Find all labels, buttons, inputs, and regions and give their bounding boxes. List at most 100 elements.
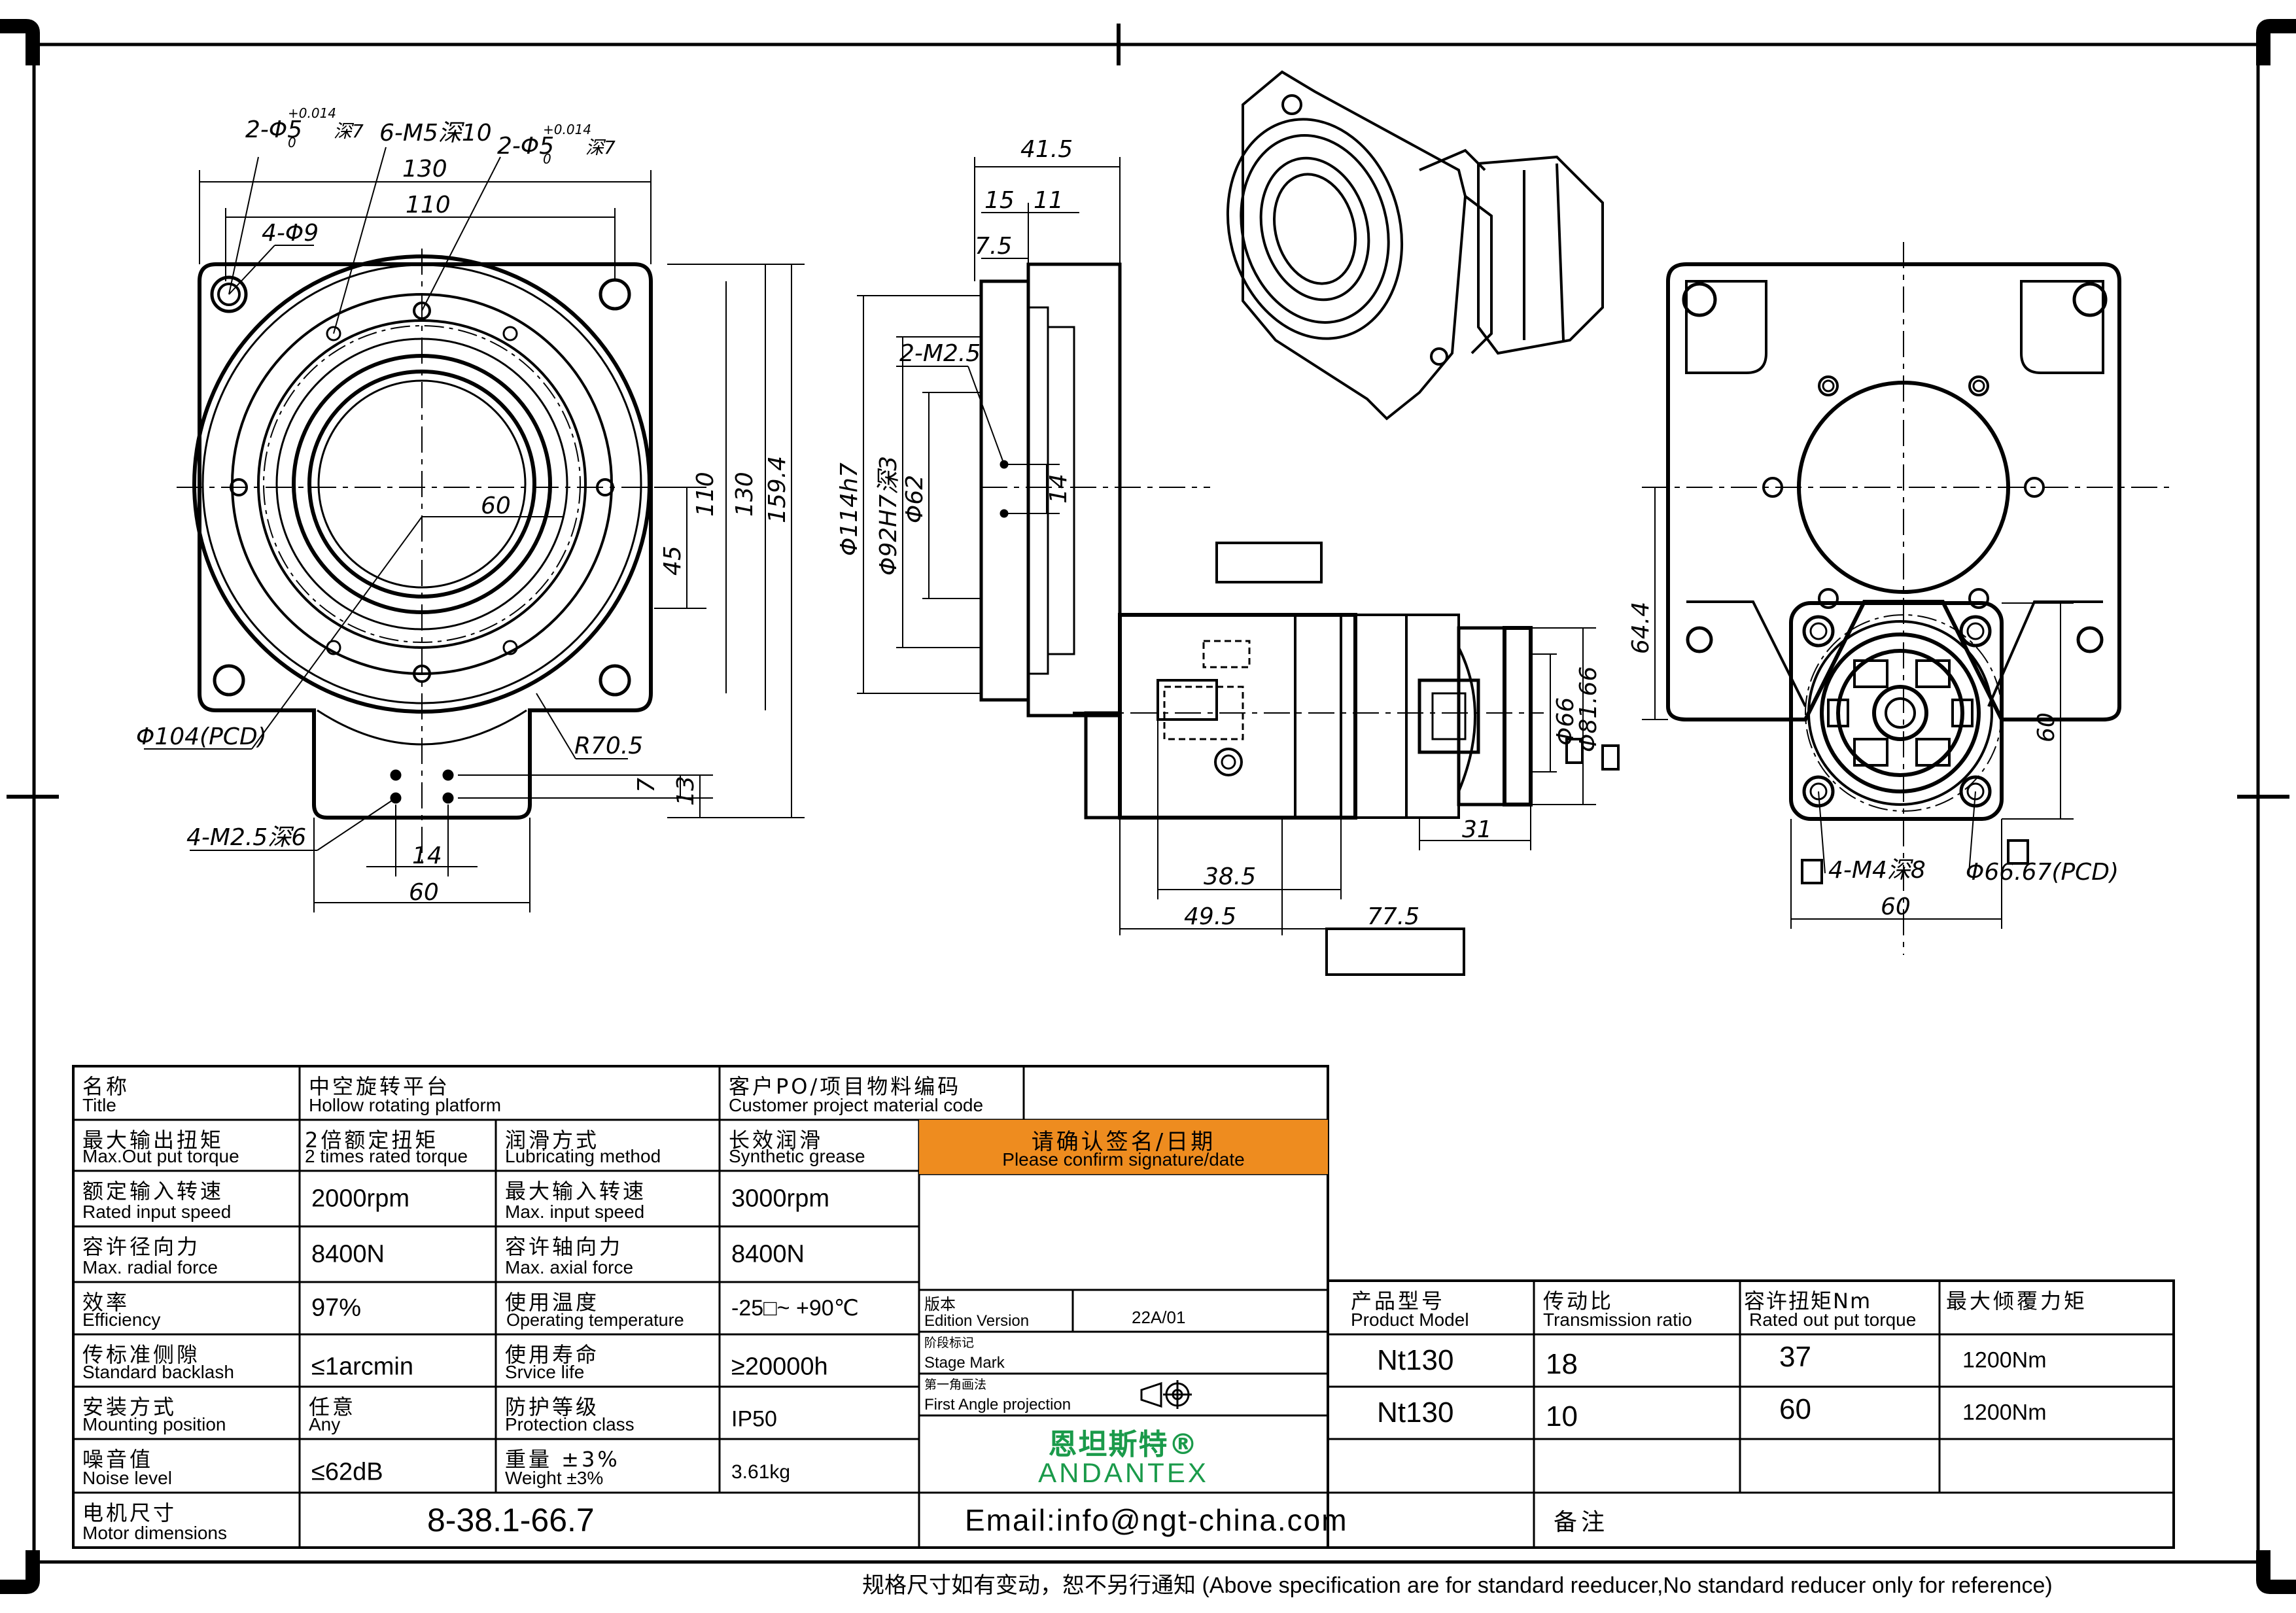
dim-label: 7.5	[975, 233, 1012, 260]
rated-torque-header: 容许扭矩Nm Rated out put torque	[1744, 1289, 1917, 1330]
operating-temp-value: -25□~ +90℃	[731, 1296, 859, 1321]
ratio-cell: 10	[1546, 1400, 1578, 1433]
dim-label: 深7	[585, 137, 616, 158]
max-torque-label: 最大输出扭矩 Max.Out put torque	[82, 1128, 239, 1166]
dim-label: 14	[412, 842, 442, 869]
mounting-value: 任意 Any	[309, 1395, 357, 1434]
dim-label: Φ92H7深3	[875, 456, 902, 576]
dim-label: 130	[402, 156, 447, 182]
axial-force-label: 容许轴向力 Max. axial force	[505, 1234, 634, 1277]
dim-label: 159.4	[764, 456, 791, 523]
dim-label: 45	[659, 546, 686, 576]
tilt-cell: 1200Nm	[1962, 1400, 2047, 1425]
dim-label: Φ81.66	[1575, 667, 1602, 752]
radial-force-value: 8400N	[311, 1240, 385, 1268]
signature-header: 请确认签名/日期 Please confirm signature/date	[919, 1120, 1328, 1174]
dim-label: Φ62	[901, 475, 928, 523]
dim-label: 77.5	[1367, 903, 1419, 930]
customer-code-label: 客户PO/项目物料编码 Customer project material co…	[729, 1074, 984, 1115]
dim-label: 110	[692, 472, 719, 517]
dim-label: 41.5	[1020, 136, 1073, 163]
weight-value: 3.61kg	[731, 1461, 791, 1483]
dim-label: Φ114h7	[836, 462, 863, 556]
front-view	[144, 147, 805, 912]
email: Email:info@ngt-china.com	[965, 1503, 1348, 1537]
title-value: 中空旋转平台 Hollow rotating platform	[309, 1074, 502, 1115]
noise-label: 噪音值 Noise level	[82, 1447, 172, 1488]
dim-label: Φ66.67(PCD)	[1966, 859, 2119, 886]
dim-label: +0.014	[288, 105, 336, 121]
dim-label: 4-M4深8	[1828, 857, 1926, 884]
dim-label: 15	[984, 187, 1015, 214]
dim-label: 60	[481, 493, 511, 519]
model-cell: Nt130	[1377, 1396, 1454, 1429]
footer-note: 规格尺寸如有变动，恕不另行通知 (Above specification are…	[862, 1573, 2053, 1598]
service-life-value: ≥20000h	[731, 1353, 828, 1381]
dim-label: 2-Φ5	[497, 133, 554, 160]
first-angle-projection: 第一角画法 First Angle projection	[924, 1378, 1071, 1414]
motor-dimensions-value: 8-38.1-66.7	[427, 1502, 595, 1538]
max-speed-label: 最大输入转速 Max. input speed	[505, 1179, 647, 1222]
protection-value: IP50	[731, 1406, 777, 1432]
weight-label: 重量 ±3% Weight ±3%	[505, 1447, 620, 1488]
dim-label: 4-Φ9	[262, 220, 319, 247]
ratio-cell: 18	[1546, 1348, 1578, 1381]
dim-label: 13	[672, 776, 699, 806]
motor-dimensions-label: 电机尺寸 Motor dimensions	[82, 1500, 227, 1543]
operating-temp-label: 使用温度 Operating temperature	[505, 1290, 684, 1330]
dim-label: 60	[2033, 712, 2060, 742]
dim-label: 0	[543, 151, 551, 167]
dim-label: 130	[731, 472, 758, 517]
dim-label: 11	[1034, 187, 1064, 214]
model-header: 产品型号 Product Model	[1351, 1289, 1469, 1330]
side-view	[857, 157, 1620, 976]
dim-label: 14	[1045, 474, 1072, 504]
radial-force-label: 容许径向力 Max. radial force	[82, 1234, 218, 1277]
title-label: 名称 Title	[82, 1074, 130, 1115]
ratio-header: 传动比 Transmission ratio	[1543, 1289, 1692, 1330]
edition-label: 版本 Edition Version	[924, 1295, 1030, 1330]
lubricating-value: 长效润滑 Synthetic grease	[729, 1128, 865, 1166]
max-torque-value: 2倍额定扭矩 2 times rated torque	[305, 1128, 468, 1166]
noise-value: ≤62dB	[311, 1458, 383, 1486]
protection-label: 防护等级 Protection class	[505, 1395, 635, 1434]
torque-cell: 37	[1779, 1341, 1811, 1374]
title-block-grid	[72, 1065, 2175, 1549]
edition-value: 22A/01	[1132, 1308, 1186, 1327]
backlash-value: ≤1arcmin	[311, 1353, 414, 1381]
motor-flange-view	[1642, 242, 2172, 955]
service-life-label: 使用寿命 Srvice life	[505, 1342, 600, 1382]
dim-label: +0.014	[543, 122, 591, 137]
dim-label: 2-Φ5	[245, 116, 302, 143]
model-cell: Nt130	[1377, 1344, 1454, 1376]
corner-mark	[0, 1550, 40, 1594]
isometric-view	[1226, 70, 1604, 421]
rated-speed-label: 额定输入转速 Rated input speed	[82, 1179, 232, 1222]
dim-label: 0	[288, 135, 296, 150]
projection-symbol	[1140, 1380, 1192, 1409]
rated-speed-value: 2000rpm	[311, 1185, 409, 1212]
dim-label: 深7	[334, 120, 364, 142]
backlash-label: 传标准侧隙 Standard backlash	[82, 1342, 234, 1382]
company-logo: 恩坦斯特® ANDANTEX	[1038, 1428, 1209, 1488]
stage-mark: 阶段标记 Stage Mark	[924, 1336, 1005, 1372]
dim-label: 38.5	[1204, 863, 1256, 890]
dim-label: 4-M2.5深6	[186, 824, 306, 851]
dim-label: R70.5	[574, 733, 643, 759]
tilt-header: 最大倾覆力矩	[1946, 1289, 2088, 1313]
dim-label: Φ66	[1552, 697, 1579, 746]
corner-mark	[0, 19, 40, 65]
dim-label: 110	[406, 192, 451, 218]
efficiency-value: 97%	[311, 1294, 362, 1322]
dim-label: 31	[1462, 816, 1492, 843]
lubricating-label: 润滑方式 Lubricating method	[505, 1128, 661, 1166]
remark-label: 备注	[1554, 1509, 1609, 1536]
tilt-cell: 1200Nm	[1962, 1347, 2047, 1373]
dim-label: Φ104(PCD)	[136, 723, 267, 750]
efficiency-label: 效率 Efficiency	[82, 1290, 161, 1330]
dim-label: 7	[633, 778, 660, 793]
dim-label: 49.5	[1184, 903, 1236, 930]
dim-label: 60	[1881, 893, 1911, 920]
corner-mark	[2256, 19, 2296, 65]
